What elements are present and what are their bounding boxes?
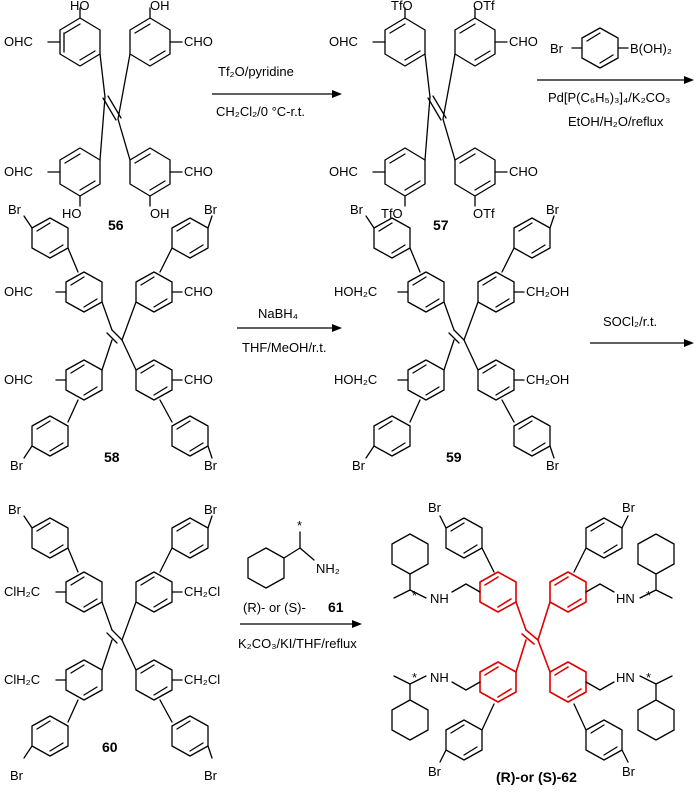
reaction-arrow-5: * NH₂ (R)- or (S)- 61 K₂CO₃/KI/THF/reflu… bbox=[238, 518, 362, 651]
c60-sub-1: Br bbox=[8, 502, 22, 517]
c62-halogen-2: Br bbox=[622, 500, 636, 515]
r3-reagent: NaBH₄ bbox=[258, 306, 298, 321]
reaction-arrow-2: Br B(OH)₂ Pd[P(C₆H₅)₃]₄/K₂CO₃ EtOH/H₂O/r… bbox=[537, 27, 694, 129]
c56-sub-3: OHC bbox=[4, 34, 33, 49]
r4-reagent: SOCl₂/r.t. bbox=[603, 314, 657, 329]
c59-sub-6: CH₂OH bbox=[526, 372, 569, 387]
reaction-arrow-1: Tf₂O/pyridine CH₂Cl₂/0 °C-r.t. bbox=[212, 64, 342, 119]
reaction-arrow-4: SOCl₂/r.t. bbox=[590, 314, 694, 347]
c62-amine-4: HN bbox=[616, 670, 635, 685]
r5-reagent-number: 61 bbox=[328, 599, 344, 615]
c60-sub-8: Br bbox=[204, 768, 218, 783]
c60-sub-4: CH₂Cl bbox=[184, 584, 220, 599]
c62-amine-1: NH bbox=[430, 591, 449, 606]
r2-solvent: EtOH/H₂O/reflux bbox=[568, 114, 664, 129]
c59-sub-7: Br bbox=[352, 458, 366, 473]
c57-sub-8: OTf bbox=[473, 206, 495, 221]
c62-stereo-1: * bbox=[412, 588, 417, 603]
c59-sub-1: Br bbox=[350, 202, 364, 217]
c62-halogen-1: Br bbox=[428, 500, 442, 515]
compound-60: Br Br ClH₂C CH₂Cl ClH₂C CH₂Cl Br Br 60 bbox=[4, 502, 220, 783]
c56-sub-7: HO bbox=[62, 206, 82, 221]
c61-amine: NH₂ bbox=[316, 561, 340, 576]
c62-amine-3: NH bbox=[430, 670, 449, 685]
c62-stereo-2: * bbox=[646, 588, 651, 603]
c57-sub-2: OTf bbox=[473, 0, 495, 13]
r2-catalyst: Pd[P(C₆H₅)₃]₄/K₂CO₃ bbox=[548, 90, 670, 105]
compound-62: NH HN NH HN * * * * Br Br Br Br (R)-or (… bbox=[391, 500, 675, 785]
compound-number-59: 59 bbox=[446, 449, 462, 465]
c60-sub-7: Br bbox=[10, 768, 24, 783]
r1-reagent: Tf₂O/pyridine bbox=[218, 64, 294, 79]
c57-sub-3: OHC bbox=[329, 34, 358, 49]
compound-number-57: 57 bbox=[433, 217, 449, 233]
compound-number-60: 60 bbox=[102, 739, 118, 755]
c58-sub-3: OHC bbox=[4, 284, 33, 299]
c59-sub-2: Br bbox=[546, 202, 560, 217]
c59-sub-8: Br bbox=[546, 458, 560, 473]
c58-sub-5: OHC bbox=[4, 372, 33, 387]
c59-sub-4: CH₂OH bbox=[526, 284, 569, 299]
c59-sub-3: HOH₂C bbox=[334, 284, 377, 299]
c57-sub-1: TfO bbox=[391, 0, 413, 13]
c58-sub-8: Br bbox=[204, 458, 218, 473]
r5-stereo-options: (R)- or (S)- bbox=[243, 600, 306, 615]
c58-sub-7: Br bbox=[10, 458, 24, 473]
r5-conditions: K₂CO₃/KI/THF/reflux bbox=[238, 636, 357, 651]
c62-halogen-3: Br bbox=[428, 764, 442, 779]
r2-bromide: Br bbox=[550, 41, 564, 56]
c60-sub-2: Br bbox=[204, 502, 218, 517]
c58-sub-4: CHO bbox=[184, 284, 213, 299]
c56-sub-6: CHO bbox=[184, 164, 213, 179]
compound-59: Br Br HOH₂C CH₂OH HOH₂C CH₂OH Br Br 59 bbox=[334, 202, 569, 473]
tpe-core-highlight bbox=[479, 571, 587, 703]
c56-sub-4: CHO bbox=[184, 34, 213, 49]
c58-sub-1: Br bbox=[8, 202, 22, 217]
compound-label-62: (R)-or (S)-62 bbox=[496, 769, 577, 785]
c58-sub-6: CHO bbox=[184, 372, 213, 387]
compound-number-58: 58 bbox=[104, 449, 120, 465]
c62-stereo-4: * bbox=[646, 670, 651, 685]
c56-sub-1: HO bbox=[70, 0, 90, 13]
c57-sub-5: OHC bbox=[329, 164, 358, 179]
c56-sub-2: OH bbox=[150, 0, 170, 13]
compound-57: TfO OTf OHC CHO OHC CHO TfO OTf 57 bbox=[329, 0, 538, 233]
c57-sub-4: CHO bbox=[509, 34, 538, 49]
c60-sub-3: ClH₂C bbox=[4, 584, 40, 599]
c56-sub-5: OHC bbox=[4, 164, 33, 179]
compound-58: Br Br OHC CHO OHC CHO Br Br 58 bbox=[4, 202, 218, 473]
r1-conditions: CH₂Cl₂/0 °C-r.t. bbox=[216, 104, 305, 119]
r2-boronic-acid: B(OH)₂ bbox=[630, 41, 672, 56]
r3-conditions: THF/MeOH/r.t. bbox=[242, 340, 327, 355]
c56-sub-8: OH bbox=[150, 206, 170, 221]
c60-sub-6: CH₂Cl bbox=[184, 672, 220, 687]
c62-halogen-4: Br bbox=[622, 764, 636, 779]
compound-number-56: 56 bbox=[108, 217, 124, 233]
c58-sub-2: Br bbox=[204, 202, 218, 217]
c59-sub-5: HOH₂C bbox=[334, 372, 377, 387]
c62-stereo-3: * bbox=[412, 670, 417, 685]
c62-amine-2: HN bbox=[616, 591, 635, 606]
c60-sub-5: ClH₂C bbox=[4, 672, 40, 687]
compound-56: HO OH OHC CHO OHC CHO HO OH 56 bbox=[4, 0, 213, 233]
c57-sub-7: TfO bbox=[381, 206, 403, 221]
c61-stereo-mark: * bbox=[297, 518, 302, 533]
reaction-arrow-3: NaBH₄ THF/MeOH/r.t. bbox=[237, 306, 342, 355]
c57-sub-6: CHO bbox=[509, 164, 538, 179]
